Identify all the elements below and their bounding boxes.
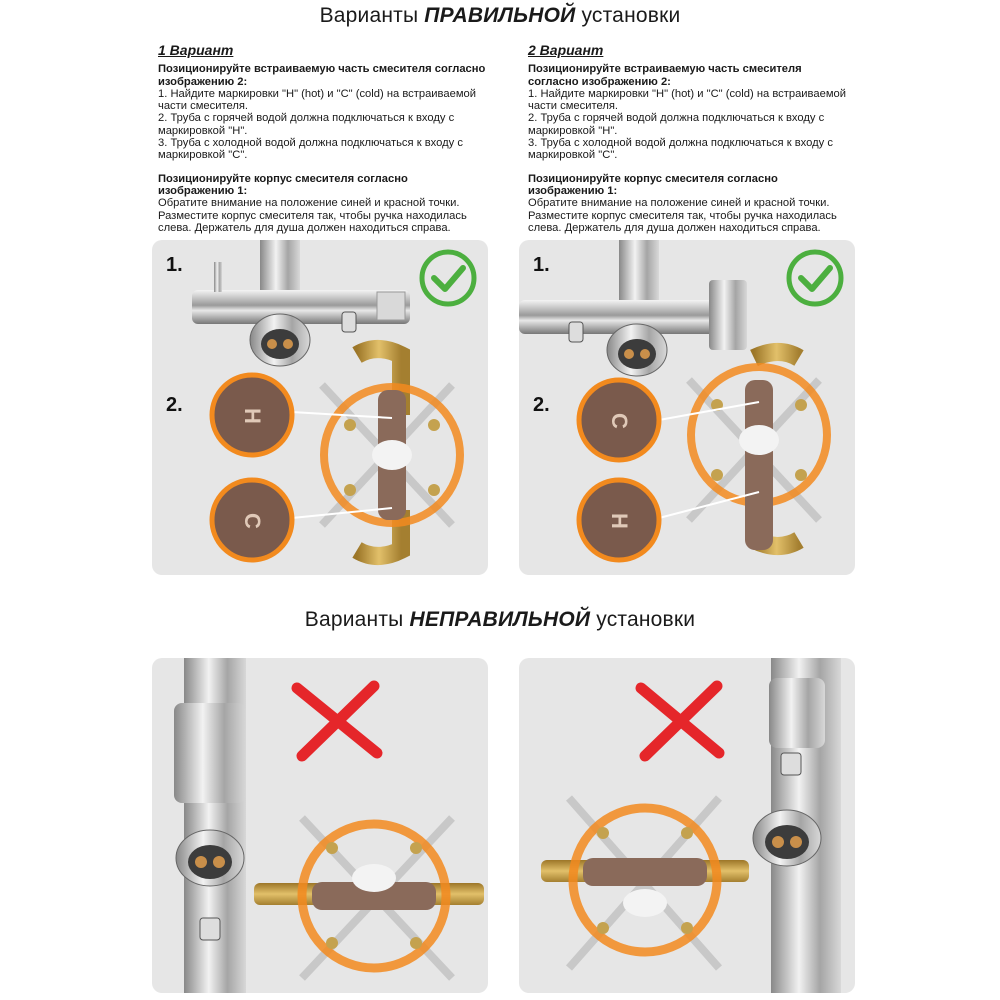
instruction-line: Обратите внимание на положение синей и к…: [528, 197, 830, 210]
handle-stem: [214, 262, 222, 292]
zoom-h-mark: [209, 372, 295, 458]
mixer-illustration: [174, 658, 484, 993]
instruction-line: части смесителя.: [528, 100, 619, 113]
zoom-c-mark: [576, 377, 662, 463]
instruction-line: слева. Держатель для душа должен находит…: [158, 221, 451, 234]
variant-2-heading: 2 Вариант: [528, 42, 604, 58]
mixer-core: [312, 882, 436, 910]
brass-pipe: [750, 343, 804, 367]
orange-ring: [320, 383, 464, 527]
wrong-variant-1-photo: [152, 658, 488, 993]
title-wrong-installation: Варианты НЕПРАВИЛЬНОЙ установки: [304, 608, 696, 631]
handle-sleeve: [174, 703, 246, 803]
check-icon: [419, 249, 477, 307]
instruction-line: маркировкой "C".: [158, 149, 248, 162]
mixer-illustration: [541, 658, 841, 993]
instruction-line: 3. Труба с холодной водой должна подключ…: [528, 137, 833, 150]
correct-variant-1-photo: 1. 2. H C: [152, 240, 488, 575]
inlet-screw: [568, 321, 584, 343]
variant-2-block2-title: Позиционируйте корпус смесителя согласно: [528, 172, 778, 185]
orange-ring: [568, 803, 722, 957]
mixer-illustration: [519, 240, 844, 563]
variant-2-block1-title-cont: согласно изображению 2:: [528, 75, 671, 88]
variant-1-instructions: 1 Вариант Позиционируйте встраиваемую ча…: [158, 42, 488, 234]
inlet-screw: [341, 311, 357, 333]
inlet-screw: [780, 752, 802, 776]
mixer-illustration: [192, 240, 477, 565]
variant-1-block2-title-cont: изображению 1:: [158, 184, 248, 197]
variant-2-block1-title: Позиционируйте встраиваемую часть смесит…: [528, 63, 802, 76]
variant-1-block1-title-cont: изображению 2:: [158, 75, 248, 88]
step-2-label: 2.: [166, 394, 183, 416]
check-icon: [786, 249, 844, 307]
instruction-line: 3. Труба с холодной водой должна подключ…: [158, 137, 463, 150]
instruction-line: слева. Держатель для душа должен находит…: [528, 221, 821, 234]
instruction-line: 1. Найдите маркировки "H" (hot) и "C" (c…: [158, 87, 476, 100]
step-1-label: 1.: [533, 254, 550, 276]
mixer-core: [583, 858, 707, 886]
title-correct-installation: Варианты ПРАВИЛЬНОЙ установки: [319, 4, 681, 27]
instruction-line: Разместите корпус смесителя так, чтобы р…: [158, 209, 467, 222]
instruction-line: Обратите внимание на положение синей и к…: [158, 197, 460, 210]
step-1-label: 1.: [166, 254, 183, 276]
instruction-line: 2. Труба с горячей водой должна подключа…: [158, 112, 455, 125]
variant-2-instructions: 2 Вариант Позиционируйте встраиваемую ча…: [528, 42, 858, 234]
correct-variant-2-photo: 1. 2. C H: [519, 240, 855, 575]
handle-sleeve: [709, 280, 747, 350]
variant-1-block1-title: Позиционируйте встраиваемую часть смесит…: [158, 63, 486, 76]
spout: [619, 240, 659, 300]
mark-c-label: C: [239, 513, 265, 529]
shower-holder: [769, 678, 825, 748]
zoom-h-mark: [576, 477, 662, 563]
instruction-line: 1. Найдите маркировки "H" (hot) и "C" (c…: [528, 87, 846, 100]
mark-h-label: H: [239, 408, 265, 424]
variant-1-block2-title: Позиционируйте корпус смесителя согласно: [158, 172, 408, 185]
title-correct-bold: ПРАВИЛЬНОЙ: [424, 4, 576, 27]
cross-icon: [291, 680, 383, 762]
instruction-line: маркировкой "H".: [158, 124, 248, 137]
wrong-variant-2-photo: [519, 658, 855, 993]
step-2-label: 2.: [533, 394, 550, 416]
instruction-line: маркировкой "H".: [528, 124, 618, 137]
brass-pipe: [352, 340, 410, 415]
instruction-line: маркировкой "C".: [528, 149, 618, 162]
mark-c-label: C: [606, 413, 632, 429]
mixer-core: [745, 380, 773, 550]
zoom-c-mark: [209, 477, 295, 563]
orange-ring: [297, 819, 451, 973]
instruction-line: Разместите корпус смесителя так, чтобы р…: [528, 209, 837, 222]
instruction-line: части смесителя.: [158, 100, 249, 113]
variant-1-heading: 1 Вариант: [158, 42, 234, 58]
mark-h-label: H: [606, 513, 632, 529]
variant-2-block2-title-cont: изображению 1:: [528, 184, 618, 197]
inlet-screw: [199, 917, 221, 941]
title-wrong-bold: НЕПРАВИЛЬНОЙ: [409, 608, 591, 631]
shower-holder: [376, 291, 406, 321]
instruction-line: 2. Труба с горячей водой должна подключа…: [528, 112, 825, 125]
cross-icon: [635, 680, 725, 762]
